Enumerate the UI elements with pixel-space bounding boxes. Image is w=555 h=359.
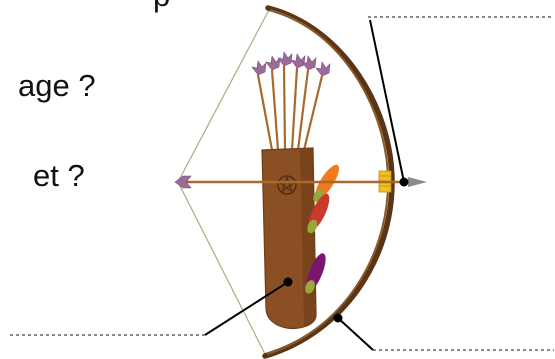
leader-line-bow	[334, 314, 374, 351]
quiver-arrows	[252, 52, 330, 150]
quiver-icon	[262, 148, 316, 328]
